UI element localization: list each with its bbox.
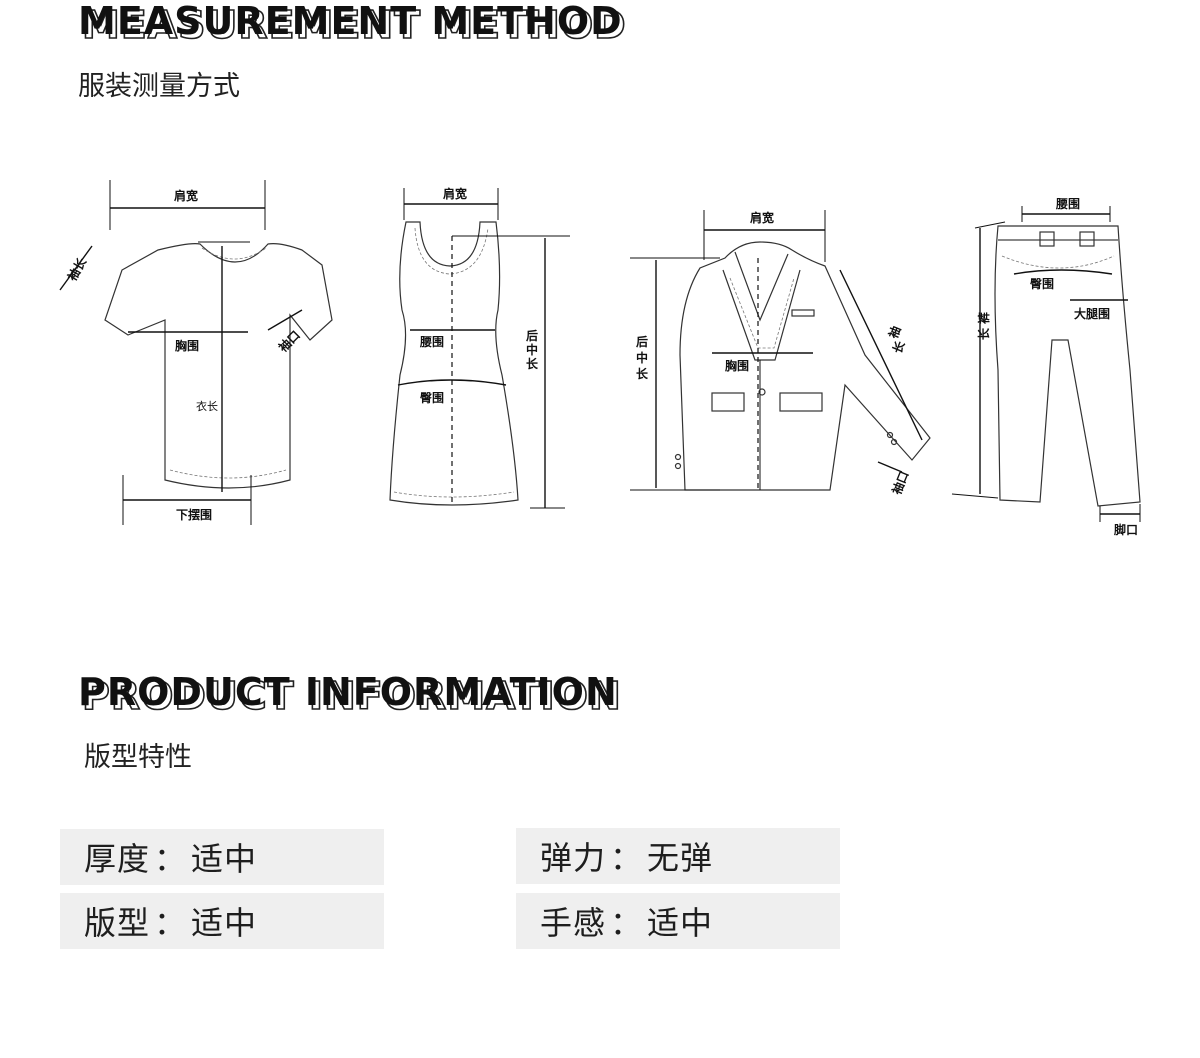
pants-thigh-label: 大腿围 bbox=[1074, 306, 1110, 321]
tshirt-figure bbox=[59, 180, 333, 525]
info-thickness: 厚度：适中 bbox=[60, 829, 384, 885]
dress-waist-label: 腰围 bbox=[419, 334, 444, 349]
jacket-cuff-label: 袖口 bbox=[889, 469, 912, 497]
jacket-figure bbox=[630, 210, 931, 491]
tshirt-hem-label: 下摆围 bbox=[176, 507, 212, 522]
jacket-back-length-1: 后 bbox=[636, 334, 648, 349]
info-separator: ： bbox=[154, 904, 188, 942]
info-value: 适中 bbox=[191, 904, 258, 942]
info-fit: 版型：适中 bbox=[60, 893, 384, 949]
info-label: 版型 bbox=[84, 904, 151, 942]
dress-shoulder-label: 肩宽 bbox=[443, 186, 467, 201]
heading-text: MEASUREMENT METHOD bbox=[78, 0, 623, 43]
jacket-back-length-3: 长 bbox=[636, 366, 649, 381]
dress-hip-label: 臀围 bbox=[420, 390, 444, 405]
pants-figure bbox=[951, 206, 1141, 522]
pants-length-1: 裤 bbox=[976, 312, 991, 324]
heading-shadow: MEASUREMENT METHOD bbox=[81, 3, 627, 47]
info-separator: ： bbox=[610, 839, 644, 877]
pants-hip-label: 臀围 bbox=[1030, 276, 1054, 291]
tshirt-body-length-label: 衣长 bbox=[196, 399, 218, 413]
pants-waist-label: 腰围 bbox=[1055, 196, 1080, 211]
heading-text: PRODUCT INFORMATION bbox=[78, 670, 618, 714]
info-separator: ： bbox=[154, 840, 188, 878]
dress-back-length-1: 后 bbox=[526, 328, 538, 343]
tshirt-chest-label: 胸围 bbox=[175, 338, 199, 353]
info-separator: ： bbox=[610, 904, 644, 942]
info-label: 弹力 bbox=[540, 839, 607, 877]
product-information-heading: PRODUCT INFORMATION PRODUCT INFORMATION bbox=[78, 670, 622, 716]
info-value: 适中 bbox=[191, 840, 258, 878]
dress-back-length-2: 中 bbox=[526, 342, 538, 357]
jacket-chest-label: 胸围 bbox=[725, 358, 749, 373]
jacket-shoulder-label: 肩宽 bbox=[750, 210, 774, 225]
pants-leg-opening-label: 脚口 bbox=[1114, 522, 1138, 537]
product-subheading: 版型特性 bbox=[84, 742, 192, 773]
measurement-subheading: 服装测量方式 bbox=[78, 71, 240, 102]
jacket-back-length-2: 中 bbox=[636, 350, 648, 365]
measurement-diagram: 肩宽 袖长 胸围 袖口 衣长 下摆围 肩宽 腰围 臀围 后 中 长 bbox=[59, 180, 1141, 537]
jacket-sleeve-length-1: 袖 bbox=[885, 324, 903, 341]
info-hand-feel: 手感：适中 bbox=[516, 893, 840, 949]
pants-length-2: 长 bbox=[976, 327, 991, 340]
tshirt-shoulder-label: 肩宽 bbox=[174, 188, 198, 203]
heading-shadow: PRODUCT INFORMATION bbox=[81, 674, 622, 718]
dress-back-length-3: 长 bbox=[526, 356, 539, 371]
info-elasticity: 弹力：无弹 bbox=[516, 828, 840, 884]
info-value: 无弹 bbox=[647, 839, 714, 877]
tshirt-cuff-label: 袖口 bbox=[275, 327, 303, 355]
info-label: 厚度 bbox=[84, 840, 151, 878]
info-value: 适中 bbox=[647, 904, 714, 942]
dress-figure bbox=[389, 188, 570, 509]
measurement-method-heading: MEASUREMENT METHOD MEASUREMENT METHOD bbox=[78, 0, 627, 45]
info-label: 手感 bbox=[540, 904, 607, 942]
tshirt-sleeve-length-label: 袖长 bbox=[64, 254, 89, 283]
